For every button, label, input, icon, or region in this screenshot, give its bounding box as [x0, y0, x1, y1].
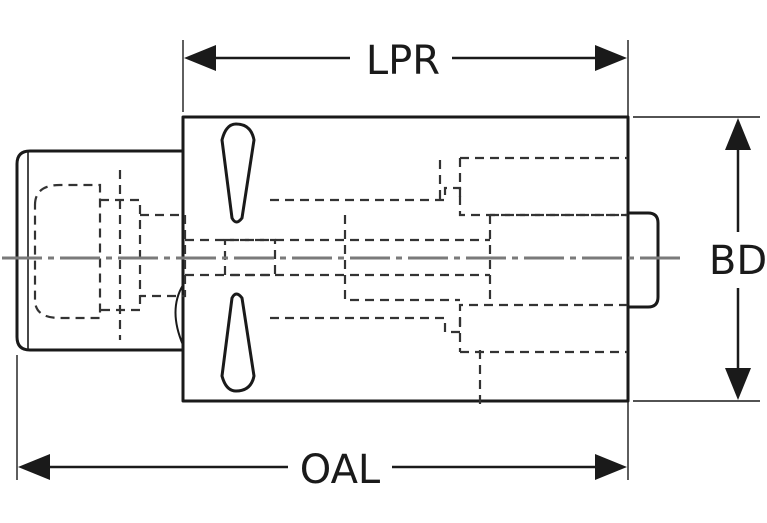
- oal-dimension: OAL: [18, 447, 627, 493]
- oal-arrow-left: [18, 454, 50, 480]
- shank-fillet: [174, 284, 184, 346]
- bd-label: BD: [709, 238, 767, 284]
- shank: [15, 149, 185, 352]
- upper-clamp-slot: [220, 122, 256, 224]
- lpr-arrow-left: [184, 45, 216, 71]
- hidden-internal-features: [33, 156, 628, 410]
- oal-arrow-right: [595, 454, 627, 480]
- bd-arrow-bottom: [725, 368, 751, 400]
- lpr-arrow-right: [595, 45, 627, 71]
- lpr-label: LPR: [366, 38, 440, 84]
- pilot-stub: [626, 211, 660, 309]
- lower-clamp-slot: [220, 292, 256, 393]
- bd-arrow-top: [725, 118, 751, 150]
- bd-dimension: BD: [709, 118, 767, 400]
- lpr-dimension: LPR: [184, 38, 627, 84]
- oal-label: OAL: [300, 447, 381, 493]
